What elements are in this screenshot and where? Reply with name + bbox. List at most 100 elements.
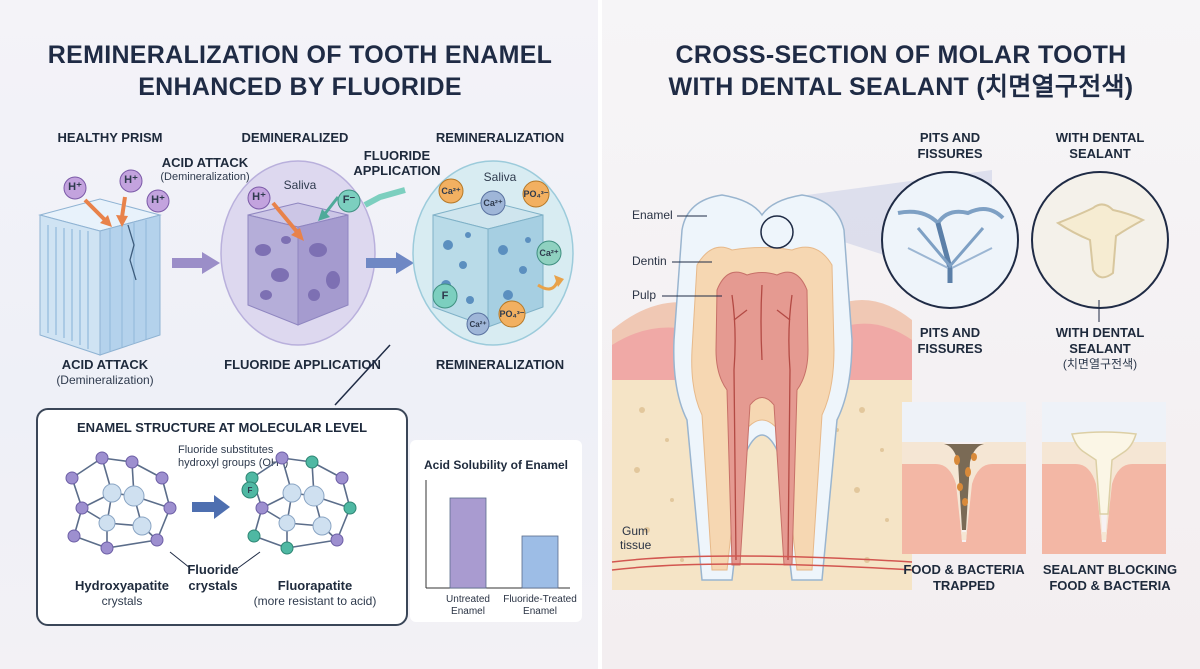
acid-attack-sub-label: (Demineralization): [160, 171, 250, 183]
ca-ion-1-label: Ca²⁺: [441, 186, 461, 196]
molecular-note-line1: Fluoride substitutes: [178, 444, 274, 456]
fluoride-application-top-label: FLUORIDE APPLICATION: [353, 148, 441, 178]
label-gum-line2: tissue: [620, 538, 652, 552]
fluorapatite-label: Fluorapatite: [277, 578, 353, 593]
po4-ion-1: [522, 180, 550, 208]
stage-label-remineralization: REMINERALIZATION: [435, 130, 565, 145]
bottom-acid-attack-label: ACID ATTACK: [61, 357, 149, 372]
chart-category-label-0-1: Enamel: [451, 606, 485, 617]
acid-attack-label: ACID ATTACK: [161, 155, 249, 170]
f-ion-1-label: F⁻: [342, 194, 356, 206]
saliva-label-1: Saliva: [283, 178, 317, 192]
pits-top-line2: FISSURES: [917, 146, 983, 161]
h-ion-2: [119, 169, 143, 193]
hydroxyapatite-sub-label: crystals: [101, 594, 143, 608]
ca-ion-4-label: Ca²⁺: [469, 320, 487, 329]
h-ion-1: [63, 176, 87, 200]
h-ion-3-label: H⁺: [151, 194, 165, 206]
bottom-acid-attack-sub-label: (Demineralization): [56, 373, 154, 387]
label-pulp: Pulp: [632, 288, 657, 302]
sealant-panel: CROSS-SECTION OF MOLAR TOOTH WITH DENTAL…: [602, 0, 1200, 669]
sealant-blocking-box: [1042, 402, 1166, 554]
dentin-pointer: [672, 261, 712, 263]
sealant-top-line1: WITH DENTAL: [1055, 130, 1145, 145]
sealant-bottom-line2: SEALANT: [1069, 341, 1131, 356]
molecular-note-line2: hydroxyl groups (OH⁻): [178, 457, 289, 469]
molecular-heading: ENAMEL STRUCTURE AT MOLECULAR LEVEL: [76, 420, 368, 435]
fluoride-application-arrow: [318, 187, 406, 221]
sealant-circle: [1031, 171, 1169, 309]
label-enamel: Enamel: [632, 208, 673, 222]
chart-bar-1: [521, 535, 559, 589]
ca-ion-2-label: Ca²⁺: [483, 198, 503, 208]
healthy-prism-illustration: [38, 198, 162, 356]
saliva-label-2: Saliva: [483, 170, 517, 184]
stage-arrow-2: [366, 252, 414, 274]
trapped-line1: FOOD & BACTERIA: [903, 562, 1025, 577]
pits-bottom-line1: PITS AND: [919, 325, 981, 340]
stage-label-healthy: HEALTHY PRISM: [57, 130, 163, 145]
sealant-top-line2: SEALANT: [1069, 146, 1131, 161]
hydroxyapatite-lattice: [65, 451, 177, 555]
ca-ion-3-label: Ca²⁺: [539, 248, 559, 258]
label-gum-line1: Gum: [622, 524, 649, 538]
pits-fissures-circle: [881, 171, 1019, 309]
fluoride-crystals-pointer: [169, 551, 261, 569]
substitution-arrow: [192, 495, 230, 519]
fluorapatite-lattice: [245, 451, 357, 555]
acid-solubility-chart-box: [410, 440, 582, 622]
h-ion-4-label: H⁺: [252, 191, 266, 203]
po4-ion-2-label: PO₄³⁻: [499, 309, 525, 319]
right-title-line2: WITH DENTAL SEALANT (치면열구전색): [668, 73, 1134, 101]
chart-category-label-1-1: Enamel: [523, 606, 557, 617]
h-ion-4: [247, 186, 271, 210]
hydroxyapatite-label: Hydroxyapatite: [75, 578, 169, 593]
f-ion-3: [241, 481, 259, 499]
f-ion-2: [432, 283, 458, 309]
ca-ion-1: [438, 178, 464, 204]
right-title-line1: CROSS-SECTION OF MOLAR TOOTH: [675, 41, 1127, 69]
food-bacteria-trapped-box: [902, 402, 1026, 554]
h-ion-2-label: H⁺: [124, 174, 138, 186]
sealant-pointer: [1098, 300, 1100, 322]
left-title-line1: REMINERALIZATION OF TOOTH ENAMEL: [47, 41, 553, 69]
pits-top-line1: PITS AND: [919, 130, 981, 145]
f-ion-2-label: F: [441, 290, 449, 302]
panel-divider: [598, 0, 602, 669]
left-title-line2: ENHANCED BY FLUORIDE: [138, 73, 462, 101]
fluoride-crystals-line1: Fluoride: [187, 562, 239, 577]
chart-category-label-0-0: Untreated: [446, 594, 490, 605]
bottom-remineralization-label: REMINERALIZATION: [435, 357, 565, 372]
blocking-line2: FOOD & BACTERIA: [1049, 578, 1171, 593]
acid-attack-arrows: [83, 196, 128, 227]
blocking-line1: SEALANT BLOCKING: [1042, 562, 1178, 577]
stage-label-demineralized: DEMINERALIZED: [241, 130, 349, 145]
chart-title: Acid Solubility of Enamel: [423, 458, 569, 472]
f-ion-3-label: F: [247, 486, 253, 495]
remineralization-panel: REMINERALIZATION OF TOOTH ENAMEL ENHANCE…: [0, 0, 598, 669]
pulp-pointer: [662, 295, 722, 297]
sealant-bottom-line1: WITH DENTAL: [1055, 325, 1145, 340]
sealant-bottom-line3: (치면열구전색): [1062, 357, 1138, 371]
po4-ion-2: [498, 300, 526, 328]
fluoride-crystals-line2: crystals: [188, 578, 238, 593]
bottom-fluoride-application-label: FLUORIDE APPLICATION: [224, 357, 381, 372]
molar-cross-section: [611, 194, 913, 590]
f-ion-1: [337, 189, 361, 213]
h-ion-1-label: H⁺: [68, 181, 82, 193]
ca-ion-4: [466, 312, 490, 336]
ca-ion-3: [536, 240, 562, 266]
pits-bottom-line2: FISSURES: [917, 341, 983, 356]
enamel-pointer: [677, 215, 707, 217]
ca-ion-2: [480, 190, 506, 216]
stage-arrow-1: [172, 252, 220, 274]
callout-connector: [334, 344, 391, 406]
chart-category-label-1-0: Fluoride-Treated: [503, 594, 577, 605]
chart-bar-0: [449, 497, 487, 589]
trapped-line2: TRAPPED: [932, 578, 996, 593]
h-ion-3: [146, 189, 170, 213]
fluorapatite-sub-label: (more resistant to acid): [253, 594, 377, 608]
po4-ion-1-label: PO₄³⁻: [523, 189, 549, 199]
